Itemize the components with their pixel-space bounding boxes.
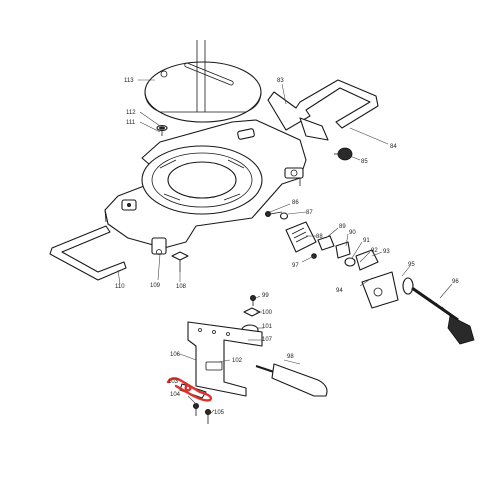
screw-105[interactable] (204, 408, 211, 424)
washer-91[interactable] (344, 257, 356, 267)
callout-108: 108 (176, 284, 187, 290)
callout-90: 90 (349, 230, 356, 236)
screw-99[interactable] (249, 294, 256, 306)
callout-84: 84 (390, 144, 397, 150)
callout-94: 94 (336, 288, 343, 294)
washer-87[interactable] (279, 212, 289, 220)
clamp-knob-85[interactable] (334, 147, 353, 161)
lock-plate-88[interactable] (285, 221, 317, 253)
grip-bracket-94[interactable] (361, 271, 399, 309)
callout-107: 107 (262, 337, 273, 343)
screw-97[interactable] (311, 253, 317, 259)
callout-86: 86 (292, 200, 299, 206)
callout-97: 97 (292, 263, 299, 269)
callout-99: 99 (262, 293, 269, 299)
callout-105: 105 (214, 410, 225, 416)
lock-part-89[interactable] (317, 235, 335, 251)
miter-base-casting[interactable] (104, 119, 307, 255)
lock-lever-92-93[interactable] (355, 249, 379, 271)
callout-100: 100 (262, 310, 273, 316)
callout-110: 110 (115, 284, 125, 290)
callout-113: 113 (124, 78, 134, 84)
callout-93: 93 (383, 249, 390, 255)
extension-rod-right[interactable] (267, 79, 379, 131)
lever-handle-98[interactable] (255, 363, 328, 397)
callout-98: 98 (287, 354, 294, 360)
callout-88: 88 (316, 234, 323, 240)
callout-95: 95 (408, 262, 415, 268)
callout-102: 102 (232, 358, 243, 364)
callout-106: 106 (170, 352, 181, 358)
callout-85: 85 (361, 159, 368, 165)
grip-nut-95[interactable] (402, 277, 414, 295)
callout-89: 89 (339, 224, 346, 230)
screw-104[interactable] (192, 402, 199, 416)
locking-plate-107[interactable] (187, 321, 263, 397)
screw-111-112[interactable] (156, 124, 168, 137)
callout-96: 96 (452, 279, 459, 285)
turntable-disc[interactable] (144, 40, 262, 123)
lock-spring-90[interactable] (335, 241, 351, 259)
highlighted-part-103[interactable] (166, 377, 213, 402)
callout-83: 83 (277, 78, 284, 84)
callout-112: 112 (126, 110, 136, 116)
leader-lines (117, 79, 453, 415)
callout-111: 111 (126, 120, 136, 126)
callout-103: 103 (168, 379, 179, 385)
callout-92: 92 (371, 248, 378, 254)
grip-handle-96[interactable] (411, 286, 475, 345)
extension-rod-left[interactable] (49, 225, 127, 281)
wing-bolt[interactable] (171, 251, 189, 272)
callout-109: 109 (150, 283, 161, 289)
callout-104: 104 (170, 392, 181, 398)
bolt-86[interactable] (264, 210, 283, 217)
rod-holder-block[interactable] (299, 117, 329, 141)
callout-87: 87 (306, 210, 313, 216)
callout-91: 91 (363, 238, 370, 244)
callout-101: 101 (262, 324, 273, 330)
callout-labels: 113 112 111 83 84 85 86 87 88 89 90 91 9… (115, 78, 459, 416)
